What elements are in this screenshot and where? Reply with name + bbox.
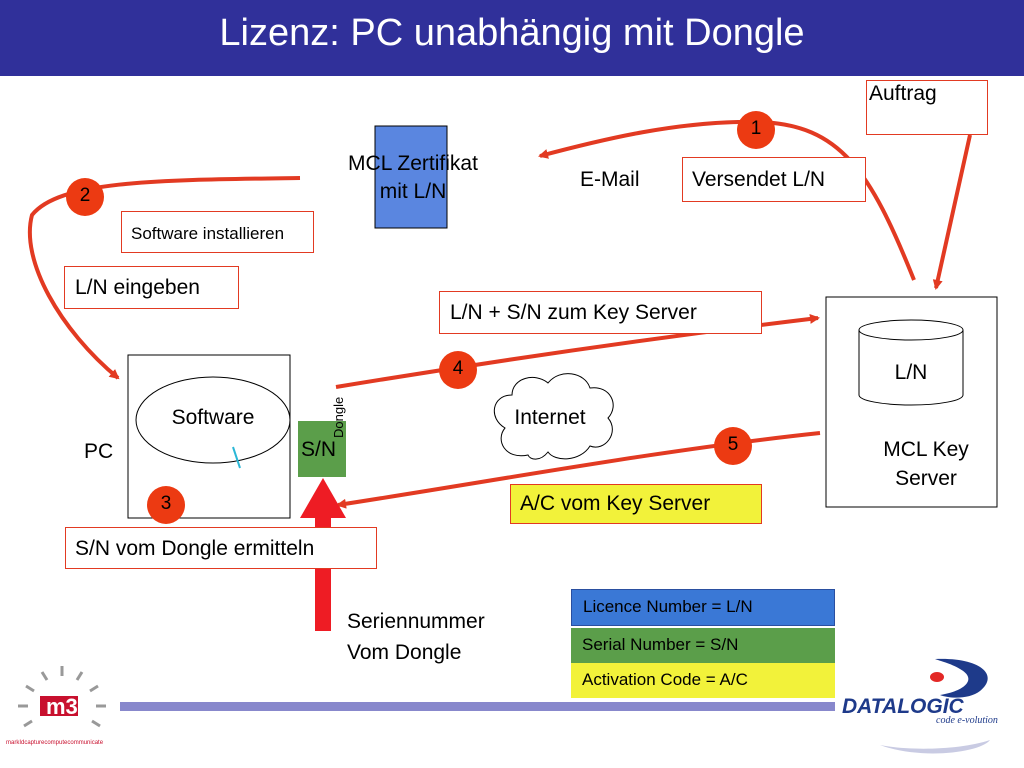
install-software-box	[121, 211, 314, 253]
datalogic-logo-tagline: code e-volution	[936, 715, 998, 726]
legend-ln-text: Licence Number = L/N	[583, 597, 753, 616]
get-sn-box	[65, 527, 377, 569]
footer-gradient-line	[120, 702, 835, 711]
mcl-certificate-label-1: MCL Zertifikat	[348, 152, 478, 175]
enter-ln-label: L/N eingeben	[75, 276, 200, 299]
order-box	[866, 80, 988, 135]
legend-item-ac: Activation Code = A/C	[571, 663, 835, 698]
enter-ln-box	[64, 266, 239, 309]
m3c-logo: m3c markIdcapturecomputecommunicate	[6, 660, 118, 752]
legend: Licence Number = L/N Serial Number = S/N…	[571, 589, 835, 698]
legend-item-sn: Serial Number = S/N	[571, 628, 835, 663]
dongle-rect	[298, 421, 346, 477]
legend-ac-text: Activation Code = A/C	[582, 670, 748, 689]
install-software-label: Software installieren	[131, 224, 285, 243]
get-sn-label: S/N vom Dongle ermitteln	[75, 537, 315, 560]
m3c-logo-graphic	[18, 666, 106, 728]
title-bar	[0, 0, 1024, 76]
ac-from-server-box	[510, 484, 762, 524]
serial-number-label-2: Vom Dongle	[347, 641, 462, 664]
m3c-logo-tagline: markIdcapturecomputecommunicate	[6, 740, 104, 746]
legend-sn-text: Serial Number = S/N	[582, 635, 739, 654]
step-1-badge: 1	[737, 111, 775, 149]
ln-database-body	[858, 330, 964, 406]
legend-item-ln: Licence Number = L/N	[571, 589, 835, 626]
step-3-badge: 3	[147, 486, 185, 524]
dongle-sn-label: S/N	[301, 438, 337, 461]
pc-label: PC	[84, 440, 114, 463]
datalogic-logo-swoosh	[880, 658, 990, 754]
ln-database-label: L/N	[894, 361, 928, 384]
software-label: Software	[171, 406, 255, 429]
software-ellipse	[135, 376, 291, 464]
datalogic-logo: DATALOGIC code e-volution	[840, 655, 1020, 760]
serial-number-label-1: Seriennummer	[347, 610, 485, 633]
internet-label: Internet	[514, 406, 586, 429]
step-4-badge: 4	[439, 351, 477, 389]
step-5-badge: 5	[714, 427, 752, 465]
dongle-label: Dongle	[331, 396, 346, 438]
ln-database-top	[858, 319, 964, 341]
ln-sn-to-server-box	[439, 291, 762, 334]
ac-from-server-label: A/C vom Key Server	[520, 492, 711, 515]
ln-sn-to-server-label: L/N + S/N zum Key Server	[450, 301, 697, 324]
cursor-icon	[232, 446, 241, 469]
internet-cloud	[493, 373, 614, 460]
sends-ln-box	[682, 157, 866, 202]
step-2-badge: 2	[66, 178, 104, 216]
serial-arrow-head	[300, 478, 346, 518]
key-server-label-1: MCL Key	[883, 438, 969, 461]
mcl-certificate-label-2: mit L/N	[379, 180, 447, 203]
datalogic-logo-text: DATALOGIC	[842, 695, 964, 718]
mcl-certificate-rect	[374, 125, 448, 229]
order-label: Auftrag	[869, 82, 937, 105]
page-title: Lizenz: PC unabhängig mit Dongle	[219, 12, 805, 54]
m3c-logo-text: m3c	[46, 694, 91, 719]
email-label: E-Mail	[580, 168, 640, 191]
sends-ln-label: Versendet L/N	[692, 168, 826, 191]
key-server-label-2: Server	[895, 467, 957, 490]
arrow-install	[27, 176, 301, 380]
arrow-ac	[336, 431, 821, 509]
arrow-auftrag	[932, 134, 972, 290]
